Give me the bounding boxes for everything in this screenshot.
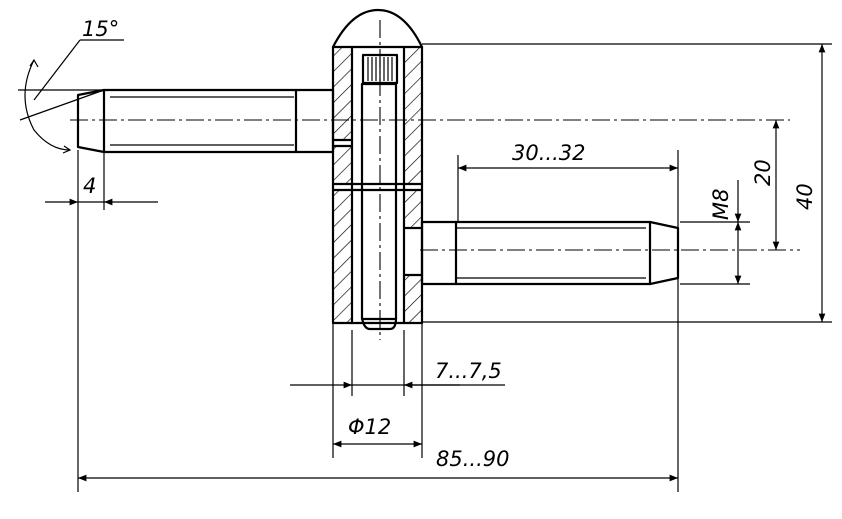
angle-arc	[24, 59, 71, 151]
angle-label: 15°	[82, 17, 119, 41]
hinge-plate	[331, 8, 424, 331]
offset-label: 20	[751, 159, 775, 186]
diameter-label: Φ12	[348, 415, 391, 439]
angle-leader	[33, 39, 81, 101]
total-length-label: 85...90	[436, 447, 509, 471]
height-label: 40	[793, 183, 817, 210]
chamfer-label: 4	[83, 174, 96, 198]
thread-length-label: 30...32	[512, 141, 585, 165]
upper-stud	[76, 88, 335, 154]
extension-lines	[18, 43, 832, 492]
thread-size-label: M8	[709, 189, 733, 220]
knurl-pattern	[367, 57, 393, 81]
lower-stud	[420, 220, 680, 286]
hole-depth-label: 7...7,5	[435, 359, 502, 383]
